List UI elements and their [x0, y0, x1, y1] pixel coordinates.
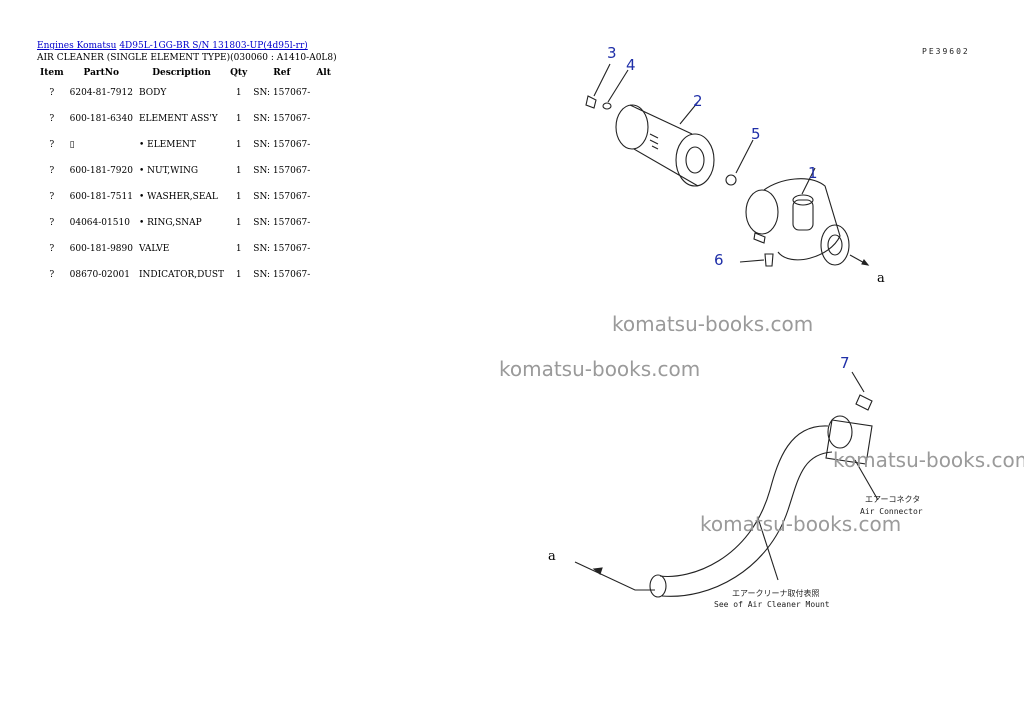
- row-alt: [313, 184, 334, 210]
- row-partno: 600-181-7511: [69, 192, 133, 202]
- mount-label-jp: エアークリーナ取付表照: [732, 588, 820, 598]
- row-ref: SN: 157067-: [253, 192, 311, 202]
- watermark-text: komatsu-books.com: [833, 448, 1024, 472]
- col-qty: Qty: [230, 68, 248, 78]
- row-item: ?: [49, 270, 55, 280]
- callout-7: 7: [840, 354, 850, 372]
- row-alt: [313, 210, 334, 236]
- row-partno: 08670-02001: [69, 270, 130, 280]
- callout-4: 4: [626, 56, 636, 74]
- row-item: ?: [49, 244, 55, 254]
- row-ref: SN: 157067-: [253, 140, 311, 150]
- row-partno: 6204-81-7912: [69, 88, 133, 98]
- row-ref: SN: 157067-: [253, 88, 311, 98]
- row-partno: 04064-01510: [69, 218, 130, 228]
- diagram-code: PE39602: [922, 47, 970, 56]
- label-a-bottom: a: [548, 549, 556, 564]
- air-connector-label-en: Air Connector: [860, 507, 923, 516]
- table-row: ? 600-181-6340 ELEMENT ASS'Y 1 SN: 15706…: [37, 106, 334, 132]
- page-title: AIR CLEANER (SINGLE ELEMENT TYPE)(030060…: [37, 53, 337, 63]
- row-qty: 1: [235, 218, 242, 228]
- col-ref: Ref: [273, 68, 291, 78]
- table-row: ? 600-181-7920 • NUT,WING 1 SN: 157067-: [37, 158, 334, 184]
- table-row: ? 08670-02001 INDICATOR,DUST 1 SN: 15706…: [37, 262, 334, 288]
- label-a-top: a: [877, 271, 885, 286]
- row-item: ?: [49, 166, 55, 176]
- breadcrumb-link-engines[interactable]: Engines Komatsu: [37, 41, 117, 51]
- table-row: ? ▯ • ELEMENT 1 SN: 157067-: [37, 132, 334, 158]
- table-row: ? 6204-81-7912 BODY 1 SN: 157067-: [37, 80, 334, 106]
- callout-3: 3: [607, 44, 617, 62]
- callout-5: 5: [751, 125, 761, 143]
- row-description: • WASHER,SEAL: [138, 192, 218, 202]
- air-connector-icon: [825, 415, 879, 501]
- row-description: VALVE: [138, 244, 170, 254]
- row-description: • RING,SNAP: [138, 218, 202, 228]
- part-7-indicator-icon: [851, 371, 873, 411]
- row-qty: 1: [235, 270, 242, 280]
- row-item: ?: [49, 114, 55, 124]
- row-item: ?: [49, 88, 55, 98]
- parts-diagram: 3 4 2 5 1 6 7 a a エアーコネクタ Air Connector …: [548, 44, 923, 609]
- col-alt: Alt: [316, 68, 331, 78]
- row-description: • ELEMENT: [138, 140, 196, 150]
- callout-6: 6: [714, 251, 724, 269]
- table-row: ? 600-181-9890 VALVE 1 SN: 157067-: [37, 236, 334, 262]
- watermark-text: komatsu-books.com: [499, 357, 701, 381]
- row-ref: SN: 157067-: [253, 166, 311, 176]
- row-item: ?: [49, 140, 55, 150]
- air-connector-label-jp: エアーコネクタ: [865, 495, 920, 504]
- row-partno: 600-181-7920: [69, 166, 133, 176]
- table-row: ? 04064-01510 • RING,SNAP 1 SN: 157067-: [37, 210, 334, 236]
- row-qty: 1: [235, 244, 242, 254]
- row-description: INDICATOR,DUST: [138, 270, 225, 280]
- breadcrumb-link-model[interactable]: 4D95L-1GG-BR S/N 131803-UP(4d95l-rr): [119, 41, 308, 51]
- row-item: ?: [49, 192, 55, 202]
- row-qty: 1: [235, 140, 242, 150]
- row-qty: 1: [235, 114, 242, 124]
- intake-hose-icon: [649, 425, 833, 598]
- row-alt: [313, 106, 334, 132]
- row-qty: 1: [235, 192, 242, 202]
- row-ref: SN: 157067-: [253, 244, 311, 254]
- col-description: Description: [152, 68, 211, 78]
- row-alt: [313, 236, 334, 262]
- row-qty: 1: [235, 166, 242, 176]
- row-item: ?: [49, 218, 55, 228]
- row-partno: ▯: [69, 140, 75, 150]
- part-3-nut-icon: [585, 63, 611, 109]
- row-description: • NUT,WING: [138, 166, 199, 176]
- callout-1: 1: [808, 164, 818, 182]
- callout-2: 2: [693, 92, 703, 110]
- row-partno: 600-181-9890: [69, 244, 133, 254]
- part-1-body-icon: [745, 167, 850, 266]
- row-ref: SN: 157067-: [253, 114, 311, 124]
- part-2-element-icon: [615, 101, 715, 187]
- table-header-row: Item PartNo Description Qty Ref Alt: [37, 66, 334, 80]
- row-alt: [313, 158, 334, 184]
- watermark-text: komatsu-books.com: [612, 312, 814, 336]
- mount-label-en: See of Air Cleaner Mount: [714, 600, 830, 609]
- part-4-washer-icon: [602, 69, 629, 110]
- row-ref: SN: 157067-: [253, 218, 311, 228]
- row-qty: 1: [235, 88, 242, 98]
- col-partno: PartNo: [83, 68, 120, 78]
- row-description: BODY: [138, 88, 167, 98]
- col-item: Item: [40, 68, 64, 78]
- part-6-valve-icon: [739, 253, 774, 267]
- watermark-text: komatsu-books.com: [700, 512, 902, 536]
- row-description: ELEMENT ASS'Y: [138, 114, 218, 124]
- parts-table: Item PartNo Description Qty Ref Alt ? 62…: [37, 66, 334, 288]
- breadcrumb: Engines Komatsu 4D95L-1GG-BR S/N 131803-…: [37, 40, 308, 52]
- row-ref: SN: 157067-: [253, 270, 311, 280]
- row-alt: [313, 132, 334, 158]
- table-row: ? 600-181-7511 • WASHER,SEAL 1 SN: 15706…: [37, 184, 334, 210]
- row-alt: [313, 80, 334, 106]
- row-alt: [313, 262, 334, 288]
- part-5-ring-icon: [725, 139, 754, 186]
- row-partno: 600-181-6340: [69, 114, 133, 124]
